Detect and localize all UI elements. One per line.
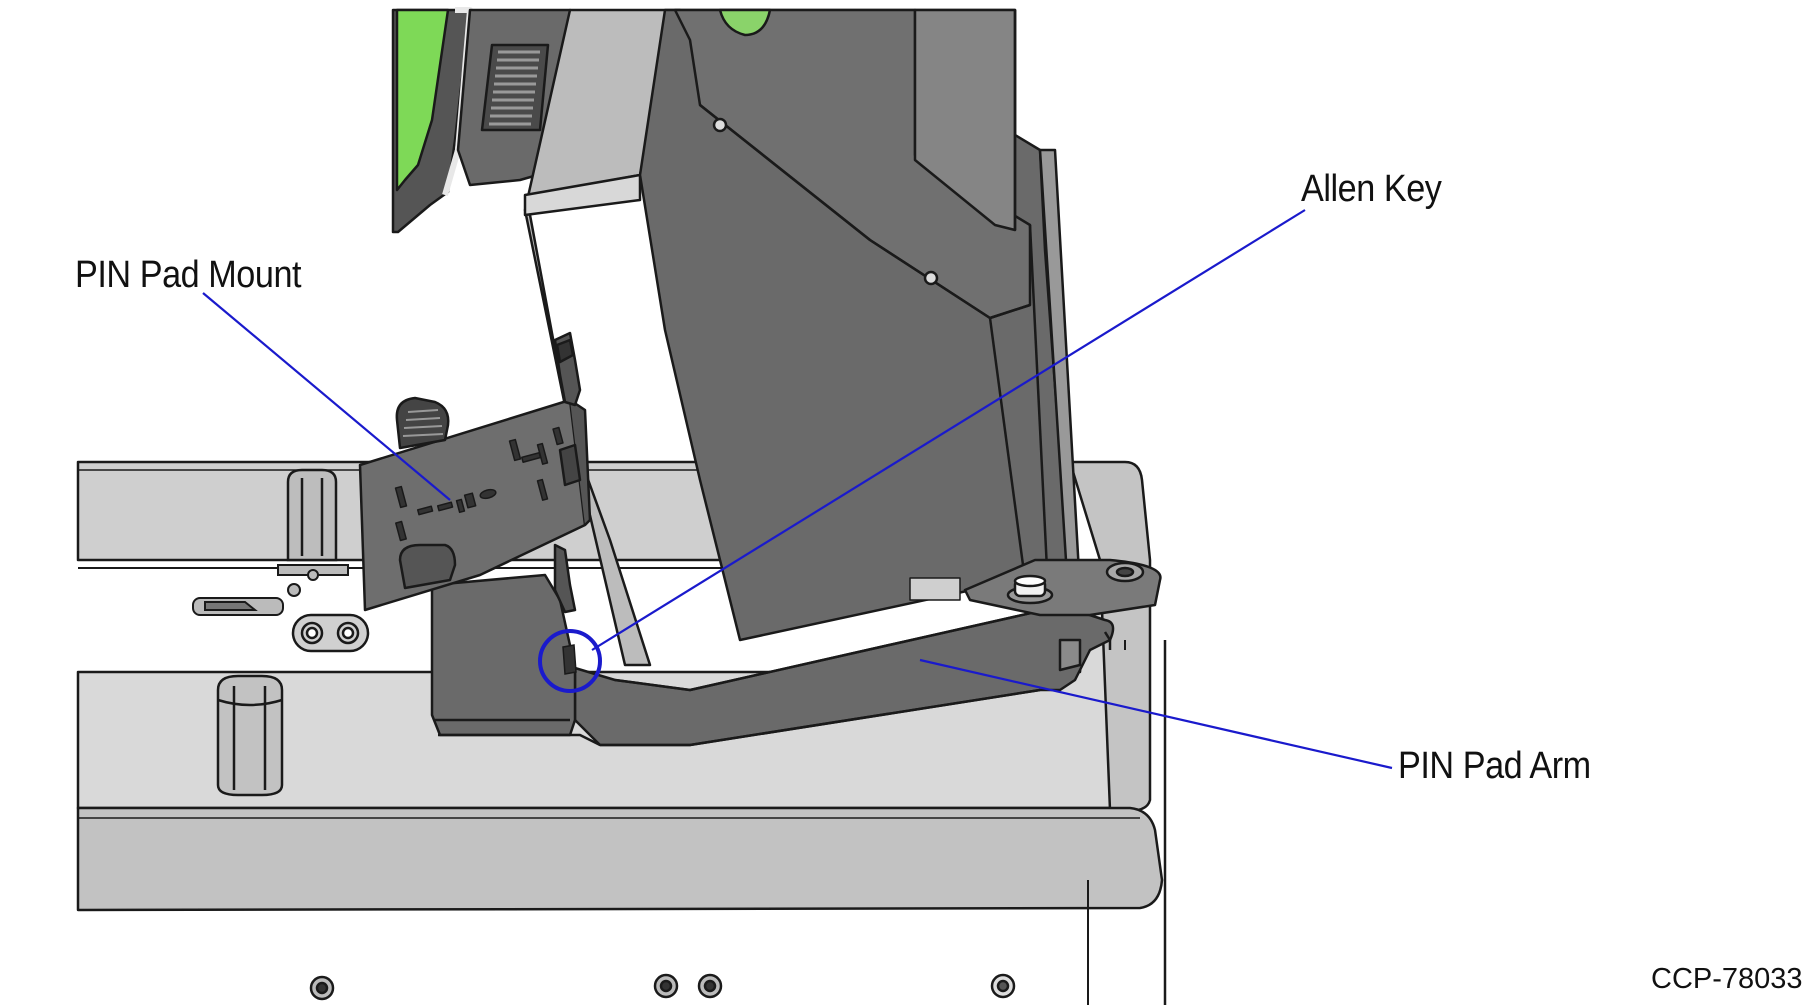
- label-allen-key: Allen Key: [1301, 168, 1442, 210]
- rear-knob: [286, 468, 338, 562]
- column-rear-slot: [913, 8, 1017, 232]
- screw-3: [697, 973, 723, 999]
- allen-key-part: [562, 644, 577, 675]
- screw-2: [653, 973, 679, 999]
- front-knob: [216, 674, 284, 797]
- column-hole-1: [712, 117, 728, 133]
- pin-pad-mount: [358, 331, 592, 612]
- figure-id: CCP-78033: [1651, 963, 1803, 995]
- display-screen: [395, 8, 450, 192]
- central-column: [523, 8, 1082, 667]
- post-tab: [553, 543, 577, 614]
- mount-thumb-latch: [395, 396, 450, 450]
- rear-latch: [192, 564, 349, 616]
- pin-pad-arm: [573, 558, 1162, 747]
- leader-lines: [202, 209, 1393, 770]
- top-button: [718, 8, 772, 37]
- double-hole-plate: [291, 613, 370, 653]
- bottom-screws: [309, 973, 1016, 1001]
- column-hole-2: [923, 270, 939, 286]
- leader-allen-key: [591, 209, 1306, 651]
- label-pin-pad-arm: PIN Pad Arm: [1398, 745, 1591, 787]
- screw-1: [309, 975, 335, 1001]
- arm-knob: [1006, 574, 1054, 605]
- allen-key-highlight: [538, 629, 602, 693]
- base-front-lip: [76, 806, 1164, 912]
- mount-slots: [394, 426, 564, 542]
- leader-pin-pad-arm: [919, 658, 1393, 770]
- label-pin-pad-mount: PIN Pad Mount: [75, 254, 302, 296]
- leader-pin-pad-mount: [202, 292, 451, 501]
- mount-lower-hook: [398, 543, 457, 590]
- pin-pad-post: [430, 543, 601, 747]
- screw-4: [990, 973, 1016, 999]
